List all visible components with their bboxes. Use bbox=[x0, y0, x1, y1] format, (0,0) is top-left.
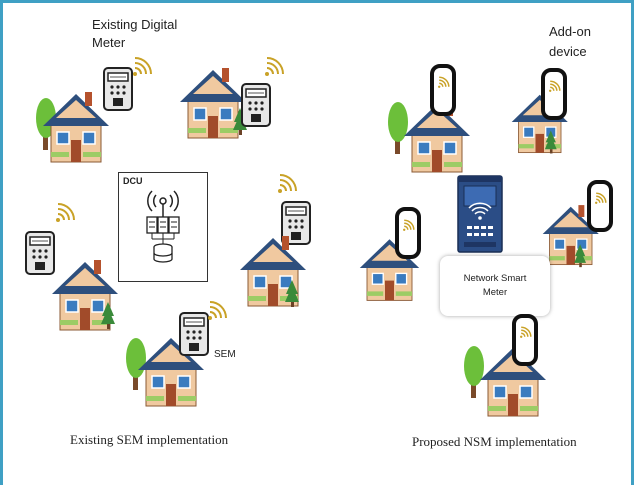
wifi-icon bbox=[277, 174, 297, 194]
addon-device-label: Add-on device bbox=[549, 22, 591, 62]
addon-device-icon bbox=[512, 314, 538, 366]
addon-device-icon bbox=[395, 207, 421, 259]
addon-device-label-line1: Add-on bbox=[549, 24, 591, 39]
network-smart-meter-icon bbox=[457, 175, 503, 253]
addon-device-icon bbox=[430, 64, 456, 116]
addon-device-icon bbox=[587, 180, 613, 232]
wifi-icon bbox=[132, 57, 152, 77]
house-icon bbox=[239, 235, 307, 307]
caption-proposed: Proposed NSM implementation bbox=[412, 434, 577, 449]
existing-meter-label-line1: Existing Digital bbox=[92, 17, 178, 32]
nsm-label-line1: Network Smart bbox=[463, 273, 527, 284]
addon-device-label-line2: device bbox=[549, 44, 587, 59]
existing-meter-label: Existing Digital Meter bbox=[92, 16, 177, 52]
nsm-label-box bbox=[440, 256, 550, 316]
dcu-box: DCU bbox=[118, 172, 208, 282]
wifi-icon bbox=[207, 301, 227, 321]
caption-existing: Existing SEM implementation bbox=[70, 432, 229, 447]
wifi-icon bbox=[264, 57, 284, 77]
wifi-icon bbox=[55, 203, 75, 223]
nsm-label-line2: Meter bbox=[482, 287, 508, 298]
addon-device-icon bbox=[541, 68, 567, 120]
sem-label: SEM bbox=[214, 349, 236, 360]
digital-meter-icon bbox=[179, 312, 209, 356]
nsm-label: Network Smart Meter bbox=[440, 272, 550, 300]
dcu-label: DCU bbox=[123, 176, 143, 186]
house-icon bbox=[51, 259, 119, 331]
digital-meter-icon bbox=[241, 83, 271, 127]
digital-meter-icon bbox=[103, 67, 133, 111]
house-icon bbox=[36, 91, 110, 163]
dcu-server-icon bbox=[146, 190, 180, 263]
existing-meter-label-line2: Meter bbox=[92, 35, 126, 50]
